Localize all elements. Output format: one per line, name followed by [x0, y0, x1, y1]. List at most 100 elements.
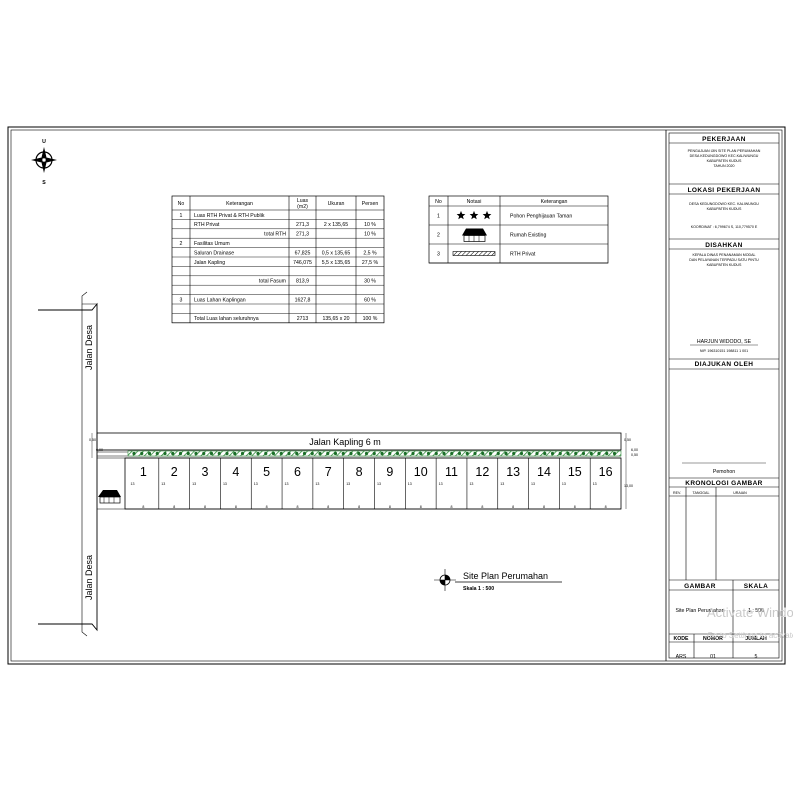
tree-icon [163, 451, 167, 456]
rth-cell-keterangan: total RTH [264, 232, 286, 238]
dim-road-right-1: 0,50 [624, 438, 631, 442]
rth-cell-luas: 67,825 [295, 250, 311, 256]
lot-dim-side: 13 [500, 482, 504, 486]
sheet-border-inner [10, 129, 783, 662]
rth-cell-ukuran: 5,5 x 135,65 [322, 260, 351, 266]
lot-dim-side: 13 [254, 482, 258, 486]
tree-icon [457, 451, 462, 456]
skala-value: 1 : 500 [748, 608, 764, 614]
lot-number: 3 [202, 465, 209, 479]
road-kapling-label: Jalan Kapling 6 m [309, 437, 381, 447]
legend-header-no: No [435, 199, 442, 205]
lot-dim-side: 13 [192, 482, 196, 486]
tree-icon [581, 451, 586, 456]
rth-header-ukuran: Ukuran [328, 201, 345, 207]
tree-icon [264, 451, 268, 456]
title-block: PEKERJAAN PENGAJUAN IJIN SITE PLAN PERUM… [665, 130, 780, 661]
tree-icon [411, 451, 415, 456]
lot-number: 2 [171, 465, 178, 479]
tree-icon [589, 451, 593, 456]
tree-icon [543, 451, 547, 456]
nomor-heading: NOMOR [703, 636, 723, 642]
legend-header-keterangan: Keterangan [541, 199, 568, 205]
site-plan-title: Site Plan Perumahan [463, 571, 548, 581]
rth-header-persen: Persen [362, 201, 379, 207]
lokasi-heading: LOKASI PEKERJAAN [688, 187, 761, 194]
tree-icon [380, 451, 384, 456]
rth-cell-luas: 746,075 [293, 260, 312, 266]
watermark-line-1: Activate Windows [707, 605, 793, 620]
legend-cell-label: Pohon Penghijauan Taman [510, 214, 572, 220]
north-label: U [42, 139, 46, 145]
applicant-role: Pemohon [713, 469, 735, 475]
legend-cell-no: 1 [437, 214, 440, 220]
tree-icon [473, 451, 477, 456]
pekerjaan-line-2: DESA KEDUNGDOWO KEC.KALIWUNGU [690, 154, 759, 158]
rth-header-luas-unit: (m2) [297, 204, 308, 210]
house-icon [462, 228, 487, 242]
tree-icon [171, 451, 175, 456]
tree-icon [349, 451, 353, 456]
tree-icon [155, 451, 159, 456]
dim-lot-right: 13,00 [624, 484, 633, 488]
lot-dim-bottom: 8 [204, 505, 206, 509]
rth-cell-keterangan: Total Luas lahan seluruhnya [194, 316, 259, 322]
kode-heading: KODE [674, 636, 690, 642]
lot-dim-bottom: 8 [420, 505, 422, 509]
hatch-icon [452, 251, 496, 256]
disahkan-heading: DISAHKAN [705, 242, 743, 249]
tree-icon [496, 451, 500, 456]
rth-cell-keterangan: Fasilitas Umum [194, 241, 230, 247]
legend-table: No Notasi Keterangan 1 Pohon Penghijauan Tam… [428, 195, 609, 264]
tree-icon [550, 451, 555, 456]
signer-name: HARJUN WIDODO, SE [697, 339, 752, 345]
nomor-value: 01 [710, 654, 716, 660]
skala-heading: SKALA [744, 583, 768, 590]
kode-value: ARS [676, 654, 687, 660]
tree-icon [426, 451, 431, 456]
south-label: S [42, 180, 46, 186]
lot-dim-bottom: 8 [543, 505, 545, 509]
lot-dim-bottom: 8 [512, 505, 514, 509]
lot-dim-bottom: 8 [235, 505, 237, 509]
tree-icon [326, 451, 330, 456]
lot-number: 15 [568, 465, 582, 479]
tree-icon [248, 451, 252, 456]
tree-icon [465, 451, 469, 456]
disahkan-line-3: KABUPATEN KUDUS [707, 263, 742, 267]
tree-icon [225, 451, 229, 456]
tree-icon [612, 451, 617, 456]
pekerjaan-line-1: PENGAJUAN IJIN SITE PLAN PERUMAHAN [688, 149, 761, 153]
lot-number: 5 [263, 465, 270, 479]
watermark-line-2: Go to Settings to activate Windows. [707, 631, 793, 640]
lot-number: 16 [599, 465, 613, 479]
lot-dim-side: 13 [531, 482, 535, 486]
tree-icon [132, 451, 136, 456]
pekerjaan-line-4: TAHUN 2020 [713, 164, 734, 168]
kronologi-heading: KRONOLOGI GAMBAR [685, 480, 763, 487]
lot-dim-side: 13 [346, 482, 350, 486]
site-plan-caption: Site Plan Perumahan Skala 1 : 500 [434, 569, 562, 592]
tree-icon [481, 451, 485, 456]
rth-cell-no: 1 [180, 213, 183, 219]
lot-dim-bottom: 8 [327, 505, 329, 509]
sheet-border-outer [7, 126, 786, 665]
tree-icon [395, 451, 400, 456]
rth-cell-keterangan: Luas RTH Privat & RTH Publik [194, 213, 265, 219]
tree-icon [318, 451, 322, 456]
lot-number: 6 [294, 465, 301, 479]
legend-cell-label: RTH Privat [510, 252, 536, 258]
tree-icon [519, 451, 524, 456]
lot-dim-side: 13 [469, 482, 473, 486]
tree-icon [403, 451, 407, 456]
lot-dim-bottom: 8 [173, 505, 175, 509]
lot-dim-side: 13 [285, 482, 289, 486]
lot-number: 7 [325, 465, 332, 479]
dim-top: 0,50 [89, 438, 96, 442]
jumlah-heading: JUMLAH [745, 636, 767, 642]
rth-cell-keterangan: Luas Lahan Kaplingan [194, 297, 246, 303]
tree-icon [279, 451, 283, 456]
legend-header-notasi: Notasi [467, 199, 482, 205]
tree-icon [271, 451, 276, 456]
rth-cell-luas: 1627,8 [295, 297, 311, 303]
